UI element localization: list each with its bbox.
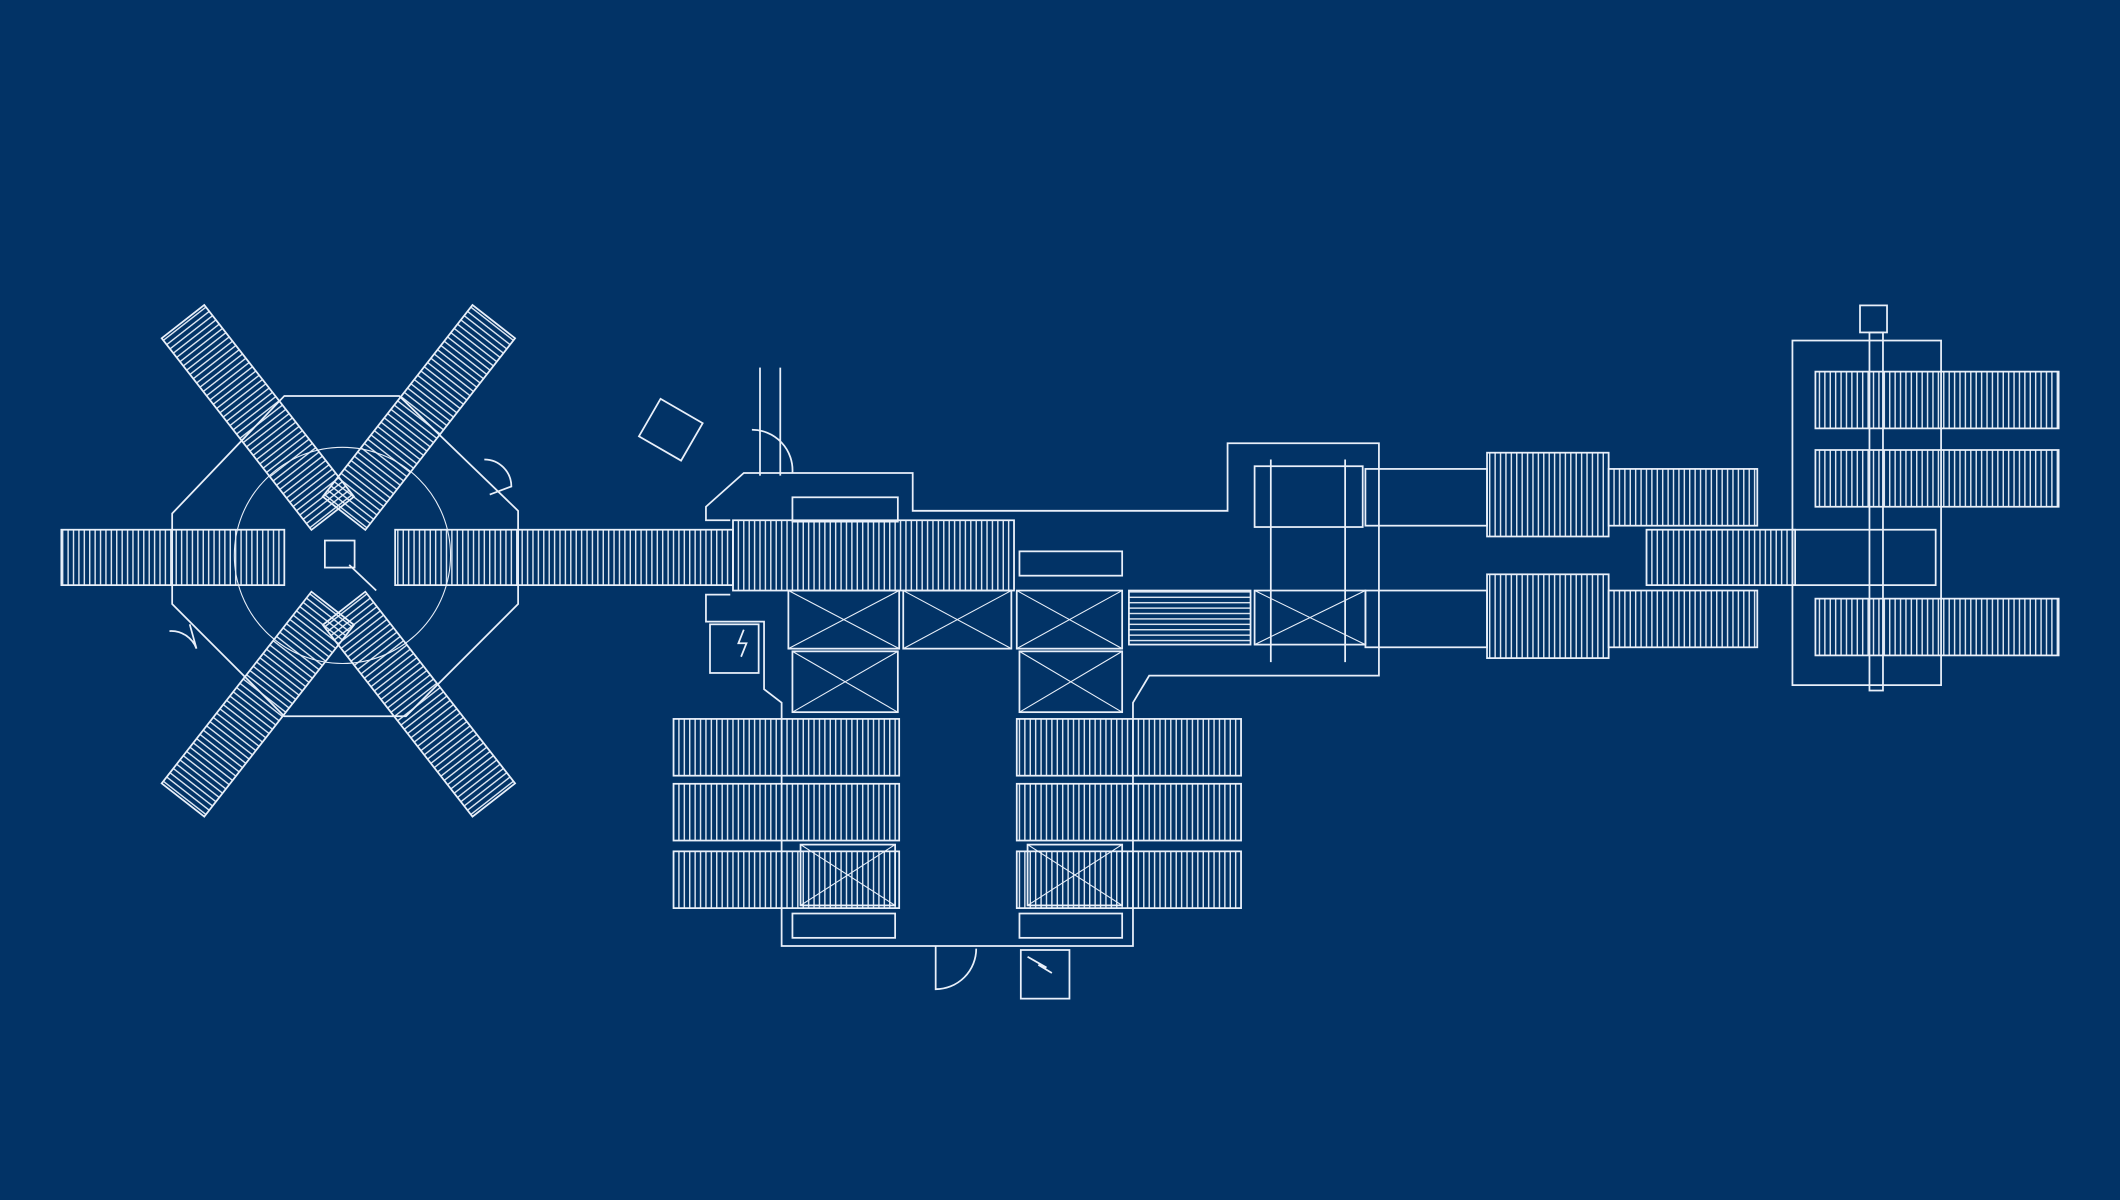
transfer-conveyor <box>394 528 734 587</box>
robot-station <box>791 650 899 714</box>
roller-conveyor <box>321 590 517 818</box>
station-box <box>787 589 901 650</box>
door-icon <box>934 945 978 991</box>
robot-station <box>1018 650 1124 714</box>
output-conveyor <box>1814 370 2060 430</box>
output-conveyor <box>1814 597 2060 657</box>
roller-conveyor <box>321 303 517 532</box>
pallet-conveyor <box>672 782 901 842</box>
door-icon <box>751 428 794 474</box>
robot-icon <box>323 539 377 592</box>
door-icon <box>169 624 198 649</box>
pallet-conveyor <box>1015 850 1242 909</box>
lift-frame <box>791 496 899 523</box>
right-cell-frame <box>1791 339 1942 687</box>
roller-conveyor <box>1607 589 1759 649</box>
gantry-rail <box>1868 331 1884 692</box>
lift-frame <box>1018 912 1124 939</box>
roller-conveyor <box>160 303 356 532</box>
electrical-cabinet-icon <box>637 304 1888 1000</box>
lift-frame <box>1018 550 1124 577</box>
turn-module <box>1486 573 1610 659</box>
infeed-conveyor <box>60 528 286 587</box>
output-conveyor <box>1814 449 2060 508</box>
outfeed-conveyor <box>1645 528 1797 587</box>
production-line-enclosure <box>637 304 1942 1000</box>
pallet-conveyor <box>672 718 901 777</box>
door-icon <box>484 458 513 496</box>
roller-conveyor <box>160 590 356 818</box>
pallet-conveyor <box>1015 782 1242 842</box>
buffer-conveyor <box>1128 589 1252 646</box>
station-box <box>1015 589 1124 650</box>
station-box <box>902 589 1013 650</box>
lift-frame <box>791 912 897 939</box>
turn-module <box>1486 451 1610 538</box>
roller-conveyor <box>1607 468 1759 527</box>
main-process-conveyor <box>732 519 1015 592</box>
pallet-conveyor <box>672 850 901 909</box>
pallet-conveyor <box>1015 718 1242 777</box>
